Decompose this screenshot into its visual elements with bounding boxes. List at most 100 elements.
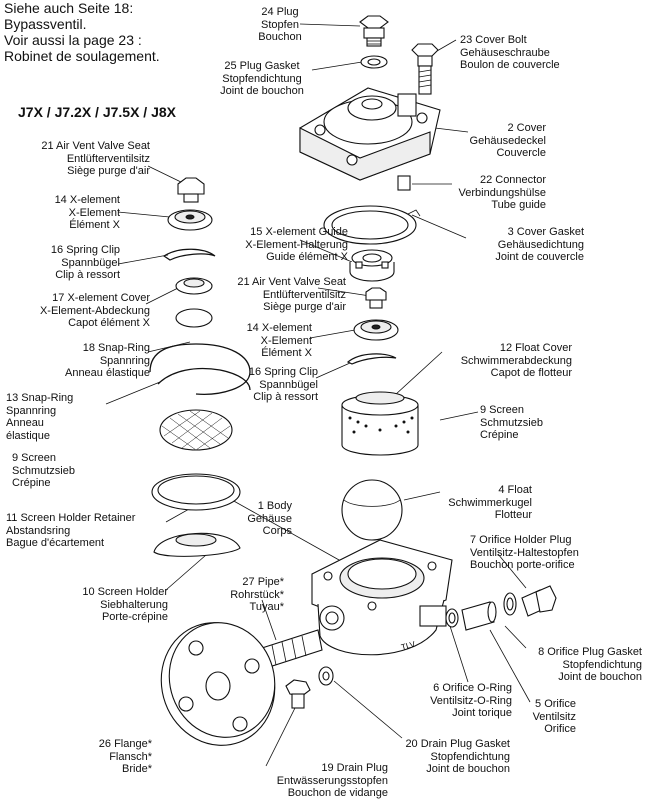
label-line: Clip à ressort [55, 269, 120, 281]
label-line: Capot élément X [68, 317, 150, 329]
snap-ring-2-part [157, 367, 251, 391]
small-snap-ring [175, 308, 213, 328]
label-line: Bouchon [258, 31, 302, 43]
label-line: 9 Screen [12, 452, 57, 464]
label-line: Siège purge d'air [67, 165, 150, 177]
label-x-element-cover: 17 X-element Cover X-Element-Abdeckung C… [4, 292, 150, 330]
label-screen-holder: 10 Screen Holder Siebhalterung Porte-cré… [20, 586, 168, 624]
label-line: X-Element [68, 206, 120, 219]
flange-part [160, 622, 276, 746]
label-screen-right: 9 Screen Schmutzsieb Crépine [480, 404, 543, 442]
label-line: Gehäuseschraube [460, 46, 550, 59]
label-cover-gasket: 3 Cover Gasket Gehäusedichtung Joint de … [460, 226, 584, 264]
label-line: Gehäuse [247, 512, 292, 525]
label-line: 22 Connector [479, 174, 546, 186]
label-float-cover: 12 Float Cover Schwimmerabdeckung Capot … [440, 342, 572, 380]
note-line: Robinet de soulagement. [4, 48, 160, 64]
label-line: Entlüfterventilsitz [262, 288, 346, 301]
label-line: Abstandsring [6, 524, 71, 537]
note-line: Bypassventil. [4, 16, 87, 32]
label-line: Stopfendichtung [562, 658, 642, 671]
float-part [341, 479, 403, 541]
label-snap-ring-2: 13 Snap-Ring Spannring Anneau élastique [6, 392, 73, 442]
orifice-plug-gasket-part [503, 592, 517, 616]
cover-part [299, 87, 441, 181]
label-line: Joint de couvercle [495, 251, 584, 263]
label-line: Flotteur [494, 509, 532, 521]
label-line: Flansch* [109, 750, 152, 763]
label-line: X-Element [260, 334, 312, 347]
label-line: 15 X-element Guide [250, 226, 348, 238]
label-line: X-Element-Halterung [245, 238, 348, 251]
cover-gasket-part [323, 205, 421, 245]
label-line: Tube guide [491, 199, 546, 211]
body-part: TLV [311, 539, 453, 656]
label-line: Couvercle [496, 147, 546, 159]
label-line: 13 Snap-Ring [6, 392, 74, 404]
label-plug-gasket: 25 Plug Gasket Stopfendichtung Joint de … [210, 60, 314, 98]
label-line: Clip à ressort [253, 391, 318, 403]
plug-part [359, 15, 389, 47]
spring-clip-center [346, 353, 397, 365]
label-line: 20 Drain Plug Gasket [405, 738, 510, 750]
label-line: 4 Float [498, 484, 532, 496]
label-line: 5 Orifice [535, 698, 576, 710]
screen-holder-part [153, 532, 241, 557]
label-line: Schwimmerkugel [448, 496, 532, 509]
label-line: Rohrstück* [230, 588, 284, 601]
label-line: 7 Orifice Holder Plug [470, 534, 572, 546]
connector-part [397, 175, 411, 191]
label-line: Schmutzsieb [12, 464, 75, 477]
label-line: Spannring [99, 354, 150, 367]
label-line: Élément X [69, 219, 120, 231]
label-line: Anneau [6, 417, 44, 429]
label-line: 21 Air Vent Valve Seat [237, 276, 346, 288]
label-line: Spannbügel [61, 256, 120, 269]
label-body: 1 Body Gehäuse Corps [200, 500, 292, 538]
label-line: Ventilsitz-O-Ring [430, 694, 512, 707]
label-line: Bouchon de vidange [287, 787, 388, 799]
body-marking: TLV [400, 639, 417, 652]
label-line: Schwimmerabdeckung [460, 354, 572, 367]
label-line: 14 X-element [54, 194, 120, 206]
spring-clip-left [162, 248, 216, 261]
label-line: 1 Body [257, 500, 292, 512]
label-line: Stopfendichtung [430, 750, 510, 763]
label-line: Entwässerungsstopfen [276, 774, 388, 787]
label-line: Gehäusedichtung [497, 238, 584, 251]
drain-plug-gasket-part [318, 666, 334, 686]
label-line: Bouchon porte-orifice [470, 559, 575, 571]
drain-plug-part [285, 679, 311, 709]
label-cover-bolt: 23 Cover Bolt Gehäuseschraube Boulon de … [460, 34, 560, 72]
label-line: Guide élément X [266, 251, 348, 263]
leader-lines [105, 23, 531, 767]
label-line: X-Element-Abdeckung [39, 304, 150, 317]
label-line: 2 Cover [507, 122, 546, 134]
label-line: Anneau élastique [64, 367, 150, 379]
label-x-element-guide: 15 X-element Guide X-Element-Halterung G… [208, 226, 348, 264]
label-x-element-center: 14 X-element X-Element Élément X [220, 322, 312, 360]
label-line: Joint de bouchon [558, 671, 642, 683]
label-line: Ventilsitz [532, 710, 576, 723]
label-line: Entlüfterventilsitz [66, 152, 150, 165]
label-drain-plug-gasket: 20 Drain Plug Gasket Stopfendichtung Joi… [380, 738, 510, 776]
label-flange: 26 Flange* Flansch* Bride* [80, 738, 152, 776]
model-heading: J7X / J7.2X / J7.5X / J8X [18, 104, 176, 120]
label-line: Crépine [480, 429, 519, 441]
label-line: 17 X-element Cover [52, 292, 150, 304]
label-line: 6 Orifice O-Ring [433, 682, 512, 694]
label-line: Verbindungshülse [458, 186, 546, 199]
label-x-element-left: 14 X-element X-Element Élément X [10, 194, 120, 232]
label-line: 16 Spring Clip [248, 366, 318, 378]
label-line: 11 Screen Holder Retainer [6, 512, 136, 524]
label-pipe: 27 Pipe* Rohrstück* Tuyau* [188, 576, 284, 614]
label-line: Bride* [122, 763, 152, 775]
label-line: Élément X [261, 347, 312, 359]
label-line: Capot de flotteur [490, 367, 572, 379]
label-line: 27 Pipe* [242, 576, 284, 588]
x-element-left [167, 209, 213, 231]
label-line: Tuyau* [249, 601, 284, 613]
label-screen-left: 9 Screen Schmutzsieb Crépine [12, 452, 75, 490]
label-line: 25 Plug Gasket [224, 60, 300, 72]
label-plug: 24 Plug Stopfen Bouchon [240, 6, 320, 44]
